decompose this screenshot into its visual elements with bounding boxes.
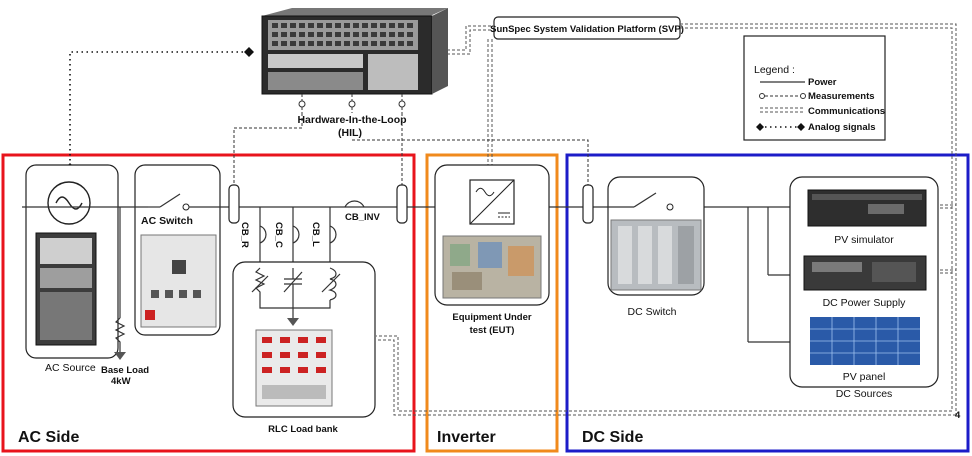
hil-label: Hardware-In-the-Loop [297, 114, 406, 126]
pv-panel-image [810, 317, 920, 365]
dc-side-title: DC Side [582, 429, 643, 446]
legend-title: Legend : [754, 64, 795, 76]
svp-label: SunSpec System Validation Platform (SVP) [490, 24, 684, 35]
base-load-label: Base Load [101, 365, 149, 376]
base-load-resistor [114, 207, 126, 360]
measurement-links [233, 113, 589, 185]
dc-switch-cabinet [610, 219, 702, 291]
cb-r-label: CB_R [239, 222, 250, 248]
rlc-branches [259, 200, 365, 268]
ac-switch-label: AC Switch [141, 215, 193, 227]
pv-panel-label: PV panel [843, 371, 886, 383]
legend-item-measurements: Measurements [808, 91, 875, 102]
measurement-line-icon [759, 93, 806, 99]
communication-links [376, 23, 957, 416]
eut-label-line2: test (EUT) [470, 325, 515, 336]
current-sensor-dc [582, 184, 594, 224]
dc-side-region [565, 153, 970, 453]
dc-power-supply-label: DC Power Supply [823, 297, 907, 309]
dc-sources-label: DC Sources [836, 388, 893, 400]
hil-rack [261, 8, 448, 95]
eut-photo [442, 235, 542, 299]
ac-source-symbol-icon [47, 181, 91, 225]
eut-label-line1: Equipment Under [452, 312, 531, 323]
base-load-value: 4kW [111, 376, 131, 387]
pv-simulator-device [807, 189, 927, 227]
legend-item-power: Power [808, 77, 837, 88]
rlc-load-bank-label: RLC Load bank [268, 424, 338, 435]
inverter-symbol-icon [469, 179, 515, 225]
ac-source-cabinet [35, 232, 97, 346]
cb-inv-label: CB_INV [345, 212, 381, 223]
rlc-load-bank-panel [255, 329, 333, 407]
cb-l-label: CB_L [310, 222, 321, 247]
legend: Legend : Power Measurements Communicatio… [743, 35, 886, 141]
communication-line-icon [760, 107, 805, 113]
ac-switch-cabinet [140, 234, 217, 328]
dc-power-supply-device [803, 255, 927, 291]
pv-simulator-label: PV simulator [834, 234, 894, 246]
dc-switch-label: DC Switch [627, 306, 676, 318]
analog-signal-line-icon [756, 123, 805, 131]
ac-switch-symbol-icon [148, 193, 190, 211]
rlc-components [251, 267, 341, 326]
legend-item-communications: Communications [808, 106, 885, 117]
hil-abbr: (HIL) [338, 127, 362, 139]
legend-item-analog-signals: Analog signals [808, 122, 876, 133]
cb-c-label: CB_C [273, 222, 284, 248]
inverter-title: Inverter [437, 429, 496, 446]
ac-side-title: AC Side [18, 429, 79, 446]
dc-switch-symbol-icon [608, 192, 674, 211]
ac-side-region [1, 153, 416, 453]
ac-source-label: AC Source [45, 362, 96, 374]
current-sensor-ac-switch [228, 184, 240, 224]
page-number: 4 [955, 410, 961, 421]
current-sensor-inv [396, 184, 408, 224]
